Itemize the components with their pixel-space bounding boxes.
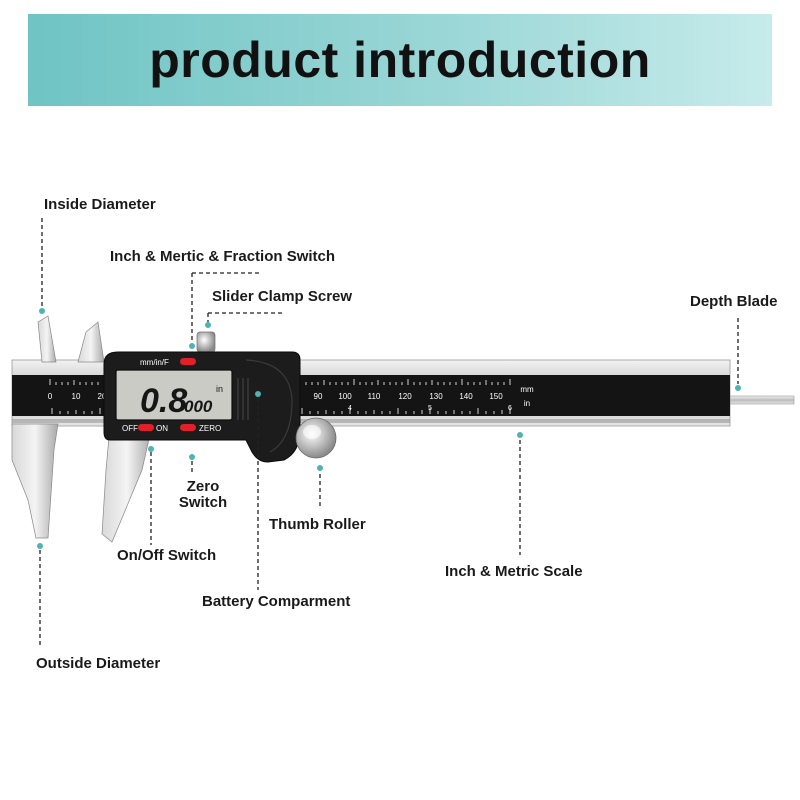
scale-unit-mm: mm — [520, 385, 534, 394]
label-zero-switch-line2: Switch — [178, 494, 228, 511]
scale-number: 0 — [48, 392, 53, 401]
label-fraction-switch: Inch & Mertic & Fraction Switch — [110, 248, 336, 265]
fixed-lower-jaw — [11, 423, 59, 539]
lcd-screen — [115, 369, 233, 421]
scale-number: 100 — [338, 392, 352, 401]
marker-battery — [255, 391, 261, 397]
page-title: product introduction — [149, 32, 651, 88]
callout-lines — [39, 218, 739, 648]
label-inside-diameter: Inside Diameter — [44, 196, 156, 213]
label-zero-switch-line1: Zero — [186, 478, 220, 495]
scale-number: 90 — [314, 392, 323, 401]
scale-number: 4 — [348, 405, 352, 412]
label-inch-metric-scale: Inch & Metric Scale — [445, 563, 583, 580]
sliding-lower-jaw — [101, 425, 153, 543]
marker-slider-clamp — [205, 322, 211, 328]
scale-ticks-bottom — [51, 408, 511, 414]
marker-thumb-roller — [317, 465, 323, 471]
callout-markers — [37, 308, 741, 549]
on-label: ON — [156, 424, 168, 433]
marker-inside-diameter — [39, 308, 45, 314]
scale-number: 150 — [489, 392, 503, 401]
depth-blade — [719, 395, 795, 405]
off-label: OFF — [122, 424, 138, 433]
label-on-off-switch: On/Off Switch — [117, 547, 217, 564]
label-thumb-roller: Thumb Roller — [269, 516, 366, 533]
label-slider-clamp-screw: Slider Clamp Screw — [212, 288, 353, 305]
marker-zero-switch — [189, 454, 195, 460]
scale-number: 110 — [368, 392, 381, 401]
zero-button — [180, 424, 196, 431]
lcd-reading: 0.8 — [140, 382, 187, 420]
label-outside-diameter: Outside Diameter — [36, 655, 161, 672]
header-banner: product introduction — [28, 14, 772, 106]
scale-number: 20 — [98, 392, 107, 401]
scale-number: 140 — [459, 392, 473, 401]
zero-label: ZERO — [199, 424, 221, 433]
marker-on-off — [148, 446, 154, 452]
on-off-button — [138, 424, 154, 431]
scale-number: 5 — [428, 405, 432, 412]
marker-inch-metric-scale — [517, 432, 523, 438]
scale-number: 10 — [72, 392, 81, 401]
lcd-small-digits: 000 — [184, 397, 213, 416]
mode-button-label: mm/in/F — [140, 358, 169, 367]
marker-depth-blade — [735, 385, 741, 391]
scale-number: 130 — [429, 392, 443, 401]
scale-unit-in: in — [524, 399, 530, 408]
slider-clamp-screw — [196, 331, 216, 353]
fixed-upper-jaw — [37, 315, 57, 363]
label-battery-compartment: Battery Comparment — [202, 593, 351, 610]
scale-number: 120 — [398, 392, 412, 401]
label-depth-blade: Depth Blade — [690, 293, 778, 310]
scale-number: 6 — [508, 405, 512, 412]
lcd-unit: in — [216, 384, 223, 394]
marker-fraction-switch — [189, 343, 195, 349]
marker-outside-diameter — [37, 543, 43, 549]
mode-button — [180, 358, 196, 365]
sliding-upper-jaw — [77, 321, 105, 363]
